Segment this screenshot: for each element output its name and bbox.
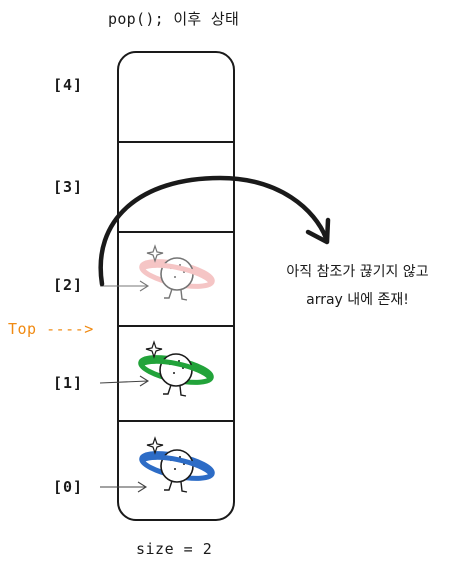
annotation-line-1: 아직 참조가 끊기지 않고 (286, 264, 429, 280)
index-label-3: [3] (53, 178, 84, 196)
index-label-2: [2] (53, 276, 84, 294)
index-label-4: [4] (53, 76, 84, 94)
pointer-arrow-index0 (100, 481, 148, 493)
pointer-arrow-index1 (99, 375, 150, 387)
top-pointer-label: Top ----> (8, 320, 94, 338)
planet-element-index0 (139, 437, 215, 493)
planet-element-index1 (138, 341, 214, 397)
planet-element-index2 (139, 245, 215, 301)
curved-arrow (98, 175, 329, 287)
index-label-1: [1] (53, 374, 84, 392)
size-label: size = 2 (136, 540, 213, 558)
curved-arrow-head (305, 217, 331, 245)
annotation-line-2: array 내에 존재! (306, 292, 409, 308)
index-label-0: [0] (53, 478, 84, 496)
diagram-title: pop(); 이후 상태 (108, 10, 240, 28)
annotation-note: 아직 참조가 끊기지 않고 array 내에 존재! (250, 258, 465, 314)
pointer-arrow-index2 (100, 280, 150, 292)
